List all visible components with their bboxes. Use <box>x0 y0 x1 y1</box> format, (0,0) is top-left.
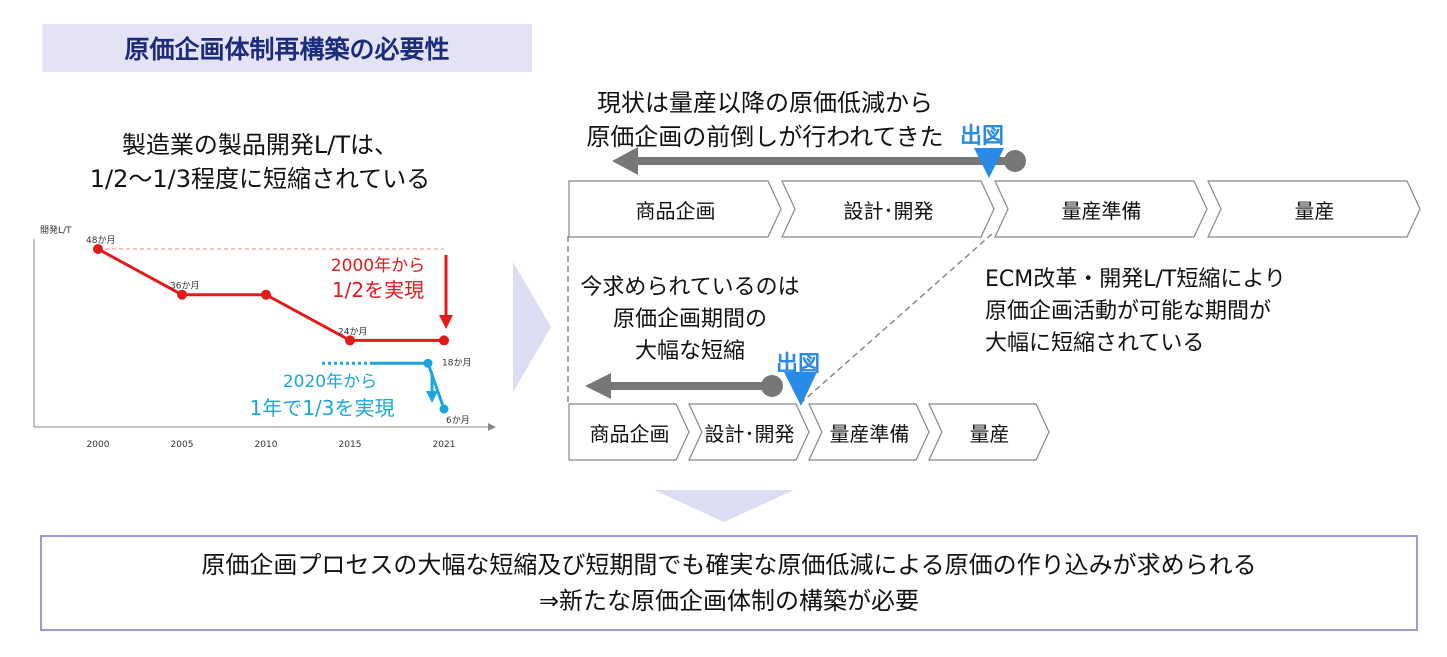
top-stage-1: 商品企画 <box>568 180 783 238</box>
data-label-red-2015: 24か月 <box>338 326 367 337</box>
ecm-note-line-3: 大幅に短縮されている <box>985 331 1205 356</box>
series-point-red-2021 <box>439 335 449 346</box>
bottom-stage-1-label: 商品企画 <box>589 421 670 446</box>
conclusion-line-2: ⇒新たな原価企画体制の構築が必要 <box>538 587 920 615</box>
red-annotation-line-1: 2000年から <box>331 256 425 276</box>
data-label-red-2000: 48か月 <box>86 235 115 246</box>
series-point-red-2000 <box>93 244 103 254</box>
current-state-line-2: 原価企画の前倒しが行われてきた <box>586 123 944 151</box>
top-stage-1-label: 商品企画 <box>635 198 716 223</box>
projection-lines <box>567 233 993 403</box>
bottom-stage-4-label: 量産 <box>969 421 1010 446</box>
series-point-red-2010 <box>261 289 271 300</box>
top-stage-2: 設計･開発 <box>781 180 996 238</box>
x-tick-label-2015: 2015 <box>339 440 362 450</box>
top-stage-3: 量産準備 <box>994 180 1209 238</box>
top-stage-4-label: 量産 <box>1294 198 1335 223</box>
red-reduction-arrowhead <box>439 315 453 329</box>
cyan-reduction-arrowhead <box>426 391 438 403</box>
y-axis-label: 開発L/T <box>40 225 72 236</box>
requirement-note-line-2: 原価企画期間の <box>612 307 767 332</box>
top-stage-4: 量産 <box>1207 180 1422 238</box>
series-point-cyan-6 <box>439 404 449 414</box>
bottom-stage-1: 商品企画 <box>568 403 691 461</box>
flow-down-arrow <box>654 490 794 522</box>
lt-summary-line-1: 製造業の製品開発L/Tは、 <box>121 131 399 159</box>
conclusion-line-1: 原価企画プロセスの大幅な短縮及び短期間でも確実な原価低減による原価の作り込みが求… <box>201 551 1257 579</box>
bottom-stage-4: 量産 <box>928 403 1051 461</box>
bottom-release-marker-icon <box>784 372 817 406</box>
ecm-note-line-2: 原価企画活動が可能な期間が <box>985 299 1272 324</box>
conclusion-box: 原価企画プロセスの大幅な短縮及び短期間でも確実な原価低減による原価の作り込みが求… <box>40 535 1418 631</box>
x-tick-label-2021: 2021 <box>433 440 456 450</box>
top-stage-3-label: 量産準備 <box>1061 198 1142 223</box>
cyan-annotation-line-1: 2020年から <box>283 372 377 392</box>
red-annotation-line-2: 1/2を実現 <box>332 278 424 302</box>
data-label-red-2005: 36か月 <box>170 281 199 292</box>
flow-right-arrow <box>513 262 551 392</box>
top-stage-2-label: 設計･開発 <box>843 198 934 223</box>
page-title: 原価企画体制再構築の必要性 <box>42 24 532 72</box>
ecm-note-line-1: ECM改革・開発L/T短縮により <box>985 267 1286 292</box>
bottom-stage-2-label: 設計･開発 <box>704 421 795 446</box>
ecm-note: ECM改革・開発L/T短縮により 原価企画活動が可能な期間が 大幅に短縮されてい… <box>985 264 1286 360</box>
series-point-red-2015 <box>345 335 355 346</box>
drawing-release-tag-top: 出図 <box>960 124 1005 149</box>
series-point-cyan-18 <box>423 358 433 368</box>
series-point-red-2005 <box>177 289 187 300</box>
bottom-stage-3: 量産準備 <box>808 403 931 461</box>
lt-chart: 開発L/T 2000 2005 2010 2015 2021 48か月 36か月 24か月 18か… <box>33 225 496 450</box>
data-label-cyan-6: 6か月 <box>446 415 470 426</box>
data-label-cyan-18: 18か月 <box>442 357 471 368</box>
lt-summary-line-2: 1/2～1/3程度に短縮されている <box>89 165 431 193</box>
current-state-line-1: 現状は量産以降の原価低減から <box>597 89 933 117</box>
bottom-stage-3-label: 量産準備 <box>829 421 910 446</box>
lt-summary: 製造業の製品開発L/Tは、 1/2～1/3程度に短縮されている <box>40 128 480 196</box>
x-axis-arrowhead <box>488 423 496 431</box>
x-tick-label-2005: 2005 <box>171 440 194 450</box>
current-state-heading: 現状は量産以降の原価低減から 原価企画の前倒しが行われてきた <box>555 86 975 154</box>
top-release-marker-icon <box>974 148 1004 178</box>
bottom-stage-2: 設計･開発 <box>688 403 811 461</box>
bottom-shift-arrow <box>585 372 817 406</box>
x-tick-label-2010: 2010 <box>255 440 278 450</box>
requirement-note: 今求められているのは 原価企画期間の 大幅な短縮 <box>560 272 820 368</box>
requirement-note-line-3: 大幅な短縮 <box>634 339 745 364</box>
cyan-annotation-line-2: 1年で1/3を実現 <box>250 396 395 420</box>
requirement-note-line-1: 今求められているのは <box>580 275 800 300</box>
x-tick-label-2000: 2000 <box>87 440 110 450</box>
top-shift-arrow <box>612 147 1026 178</box>
cyan-drop-line <box>426 362 446 410</box>
